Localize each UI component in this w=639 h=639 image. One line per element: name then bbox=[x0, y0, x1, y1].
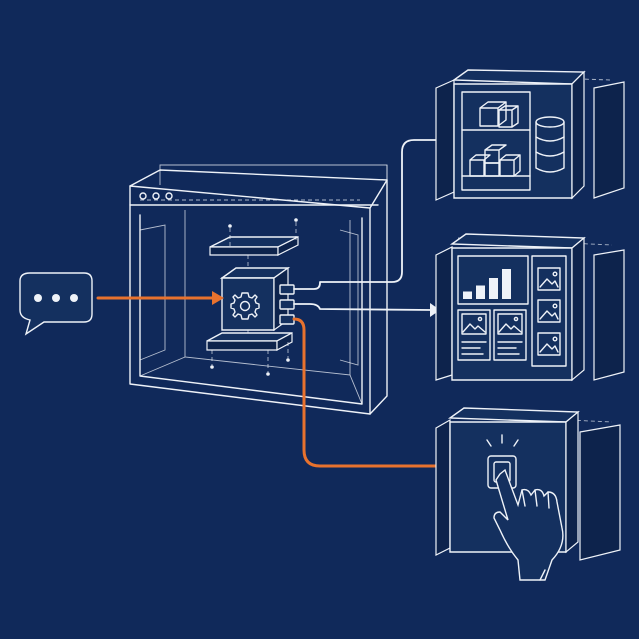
window-dot-1 bbox=[139, 192, 147, 200]
port-middle bbox=[279, 299, 295, 310]
chat-dot-3 bbox=[70, 294, 78, 302]
port-bottom bbox=[279, 314, 295, 325]
screw-1 bbox=[228, 224, 232, 228]
central-housing bbox=[129, 164, 388, 415]
storage-module bbox=[435, 69, 625, 201]
flow-to-dashboard bbox=[293, 303, 433, 311]
gear-icon bbox=[230, 292, 260, 320]
screw-4 bbox=[266, 372, 270, 376]
flow-to-action bbox=[292, 317, 442, 468]
storage-shelf-frame bbox=[461, 91, 531, 191]
port-top bbox=[279, 284, 295, 295]
housing-right-edge bbox=[369, 179, 388, 415]
chat-input bbox=[19, 272, 93, 336]
chart-panel bbox=[457, 255, 529, 305]
processor-base-side bbox=[276, 332, 293, 351]
image-card-2 bbox=[493, 309, 527, 361]
storage-side bbox=[571, 70, 585, 200]
database-icon bbox=[535, 116, 565, 173]
dashboard-left-panel bbox=[435, 246, 453, 381]
bar-2 bbox=[476, 285, 485, 299]
bar-1 bbox=[463, 291, 472, 299]
thumbnail-column bbox=[531, 255, 567, 367]
housing-inner-back bbox=[184, 210, 351, 376]
hand-pressing-button-icon bbox=[493, 468, 564, 581]
storage-left-door bbox=[435, 79, 455, 201]
flow-to-storage bbox=[293, 139, 441, 290]
chat-bubble-ellipsis-icon bbox=[19, 272, 93, 336]
housing-floor-left bbox=[139, 356, 186, 377]
action-side bbox=[565, 410, 579, 554]
thumbnail-image-2 bbox=[537, 299, 561, 323]
chat-dot-2 bbox=[52, 294, 60, 302]
action-left-panel bbox=[435, 418, 451, 556]
chat-dot-1 bbox=[34, 294, 42, 302]
screw-3 bbox=[210, 365, 214, 369]
flow-input-arrowhead bbox=[212, 291, 224, 305]
boxes-icon bbox=[469, 101, 521, 177]
housing-floor-right bbox=[349, 374, 363, 405]
image-card-1 bbox=[457, 309, 491, 361]
processor-top-plate-side bbox=[277, 236, 299, 256]
housing-side-panel-right bbox=[339, 229, 359, 366]
dashboard-right-panel bbox=[593, 249, 625, 381]
thumbnail-image-1 bbox=[537, 267, 561, 291]
processor-core-front bbox=[221, 277, 275, 331]
bar-3 bbox=[489, 278, 498, 299]
housing-top-edge bbox=[129, 169, 388, 209]
dashboard-side bbox=[571, 236, 585, 382]
housing-side-panel-left bbox=[139, 224, 166, 361]
bar-4 bbox=[502, 269, 511, 299]
window-dot-3 bbox=[165, 192, 173, 200]
thumbnail-image-3 bbox=[537, 332, 561, 356]
housing-inner-frame bbox=[139, 214, 363, 405]
button-glow-rays bbox=[486, 434, 519, 447]
screw-5 bbox=[286, 358, 290, 362]
flow-dashboard-arrowhead bbox=[430, 303, 440, 317]
action-module bbox=[435, 407, 621, 581]
bar-chart-icon bbox=[463, 269, 511, 299]
dashboard-module bbox=[435, 233, 625, 382]
storage-right-door bbox=[593, 81, 625, 199]
processor-module bbox=[206, 218, 299, 376]
processor-top-plate-front bbox=[209, 246, 279, 256]
screw-2 bbox=[294, 218, 298, 222]
processor-base-front bbox=[206, 340, 278, 351]
action-right-panel bbox=[579, 424, 621, 561]
window-dot-2 bbox=[152, 192, 160, 200]
